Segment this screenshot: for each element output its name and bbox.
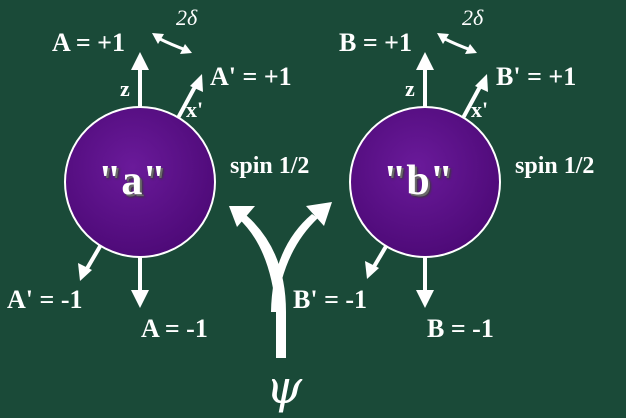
- b-x-axis-down: [370, 241, 390, 272]
- a-angle-label: 2δ: [176, 5, 198, 30]
- split-arrowhead-right: [306, 202, 332, 226]
- a-sphere: [64, 106, 216, 258]
- source-split-arrow: [229, 202, 332, 358]
- psi-symbol: ψ: [266, 360, 303, 414]
- a-z-arrowhead-up: [131, 52, 149, 70]
- b-up-prime-label: B' = +1: [496, 62, 577, 91]
- b-z-axis-label: z: [405, 76, 415, 101]
- b-down-label: B = -1: [427, 314, 494, 343]
- b-sphere-label: "b": [383, 158, 453, 204]
- b-x-axis-label: x': [471, 97, 489, 122]
- a-spin-label: spin 1/2: [230, 153, 310, 179]
- split-arrowhead-left: [229, 206, 255, 227]
- b-down-prime-label: B' = -1: [293, 285, 368, 314]
- b-x-arrowhead-up: [475, 74, 488, 92]
- a-up-label: A = +1: [52, 28, 125, 57]
- a-z-axis-label: z: [120, 76, 130, 101]
- a-down-prime-label: A' = -1: [7, 285, 83, 314]
- b-sphere: [349, 106, 501, 258]
- particle-a-graphics: [64, 33, 216, 308]
- particle-b-graphics: [349, 33, 501, 308]
- b-x-axis-up: [461, 82, 484, 119]
- b-angle-arrowhead-left: [437, 33, 449, 44]
- a-x-axis-up: [176, 82, 199, 119]
- b-x-arrowhead-down: [365, 261, 379, 279]
- b-z-arrowhead-up: [416, 52, 434, 70]
- a-angle-arrowhead-left: [152, 33, 164, 44]
- b-z-arrowhead-down: [416, 290, 434, 308]
- b-up-label: B = +1: [339, 28, 412, 57]
- b-angle-arrowhead-right: [465, 44, 477, 54]
- b-spin-label: spin 1/2: [515, 153, 595, 179]
- a-angle-arrow: [157, 36, 187, 52]
- a-angle-arrowhead-right: [180, 44, 192, 54]
- a-x-arrowhead-up: [190, 74, 203, 92]
- a-x-axis-label: x': [186, 97, 204, 122]
- a-x-arrowhead-down: [78, 263, 92, 281]
- a-z-arrowhead-down: [131, 290, 149, 308]
- a-x-axis-down: [83, 241, 104, 274]
- a-up-prime-label: A' = +1: [210, 62, 292, 91]
- a-sphere-label: "a": [98, 158, 166, 204]
- b-angle-arrow: [442, 36, 472, 52]
- b-angle-label: 2δ: [462, 5, 484, 30]
- a-down-label: A = -1: [141, 314, 208, 343]
